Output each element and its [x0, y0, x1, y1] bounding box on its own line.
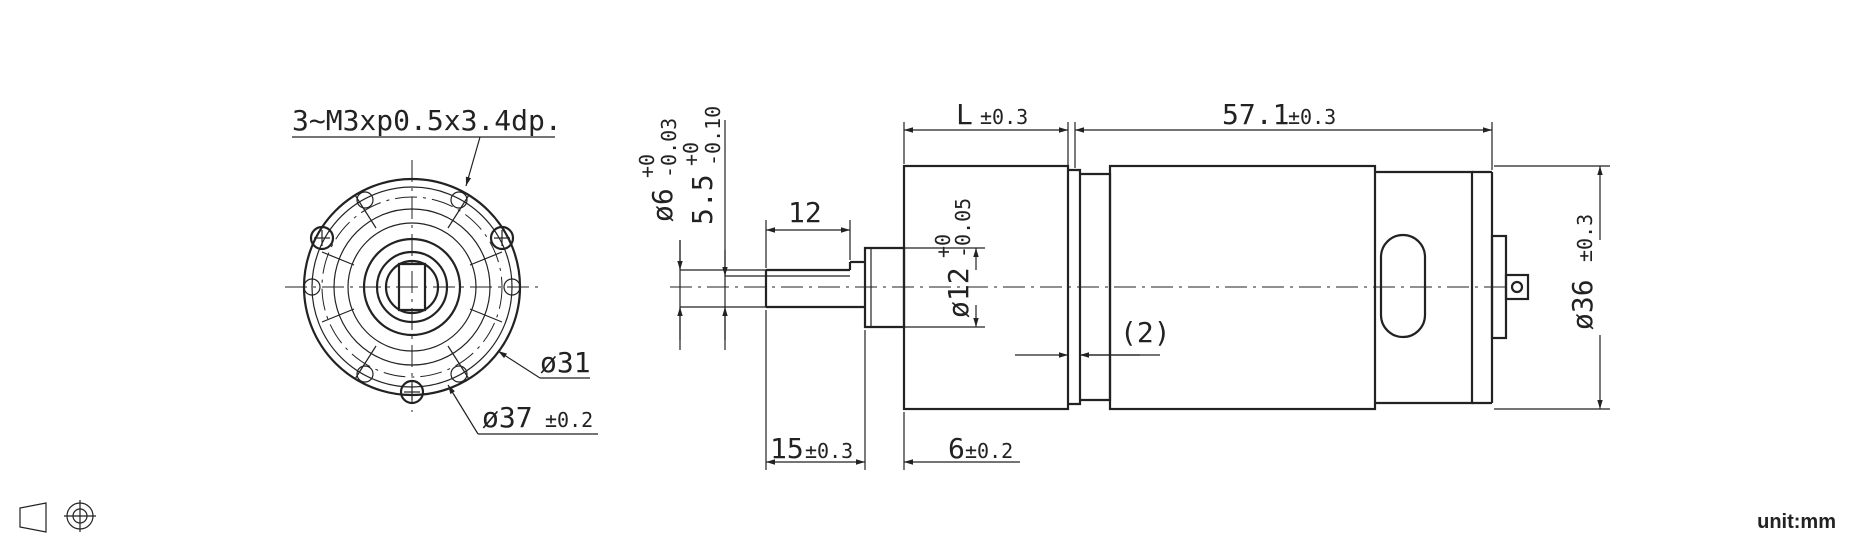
thread-callout-label: 3~M3xp0.5x3.4dp.	[292, 104, 562, 137]
motor-body	[1108, 164, 1377, 411]
shaft-length-label: 15	[770, 432, 804, 465]
shaft-length-tol: ±0.3	[805, 439, 853, 463]
vent-slot	[1379, 233, 1427, 339]
motor-length-label: 57.1	[1222, 98, 1289, 131]
motor-dia-tol: ±0.3	[1573, 214, 1597, 262]
flat-lower-tol: -0.10	[701, 106, 725, 166]
gearbox-boss-circle	[362, 237, 462, 337]
svg-text:ø6: ø6	[646, 188, 679, 222]
svg-text:-0.03: -0.03	[657, 118, 681, 178]
boss-lower-tol: -0.05	[951, 198, 975, 258]
first-angle-projection-icon	[19, 500, 96, 533]
threaded-hole-icon	[309, 225, 335, 251]
shaft-dia-lower-tol: -0.03	[657, 118, 681, 178]
svg-text:+0: +0	[931, 234, 955, 258]
boss-dia-label: ø12	[942, 267, 975, 318]
gearbox-length-label: L	[956, 98, 973, 131]
svg-text:ø12: ø12	[942, 267, 975, 318]
shaft-circle	[384, 259, 440, 315]
boss-length-label: 6	[948, 432, 965, 465]
front-view: 3~M3xp0.5x3.4dp. ø31 ø37 ±0.2	[285, 104, 598, 435]
threaded-hole-icon	[489, 225, 515, 251]
unit-label: unit:mm	[1757, 511, 1836, 533]
flat-label: 5.5	[686, 174, 719, 225]
flat-length-label: 12	[788, 196, 822, 229]
boss-upper-tol: +0	[931, 234, 955, 258]
flat-upper-tol: +0	[679, 142, 703, 166]
svg-text:5.5: 5.5	[686, 174, 719, 225]
terminal-icon	[1490, 234, 1530, 340]
shaft-dia-upper-tol: +0	[635, 154, 659, 178]
threaded-hole-icon	[399, 379, 425, 405]
svg-text:±0.3: ±0.3	[1573, 214, 1597, 262]
svg-text:+0: +0	[635, 154, 659, 178]
svg-text:-0.10: -0.10	[701, 106, 725, 166]
output-shaft	[764, 260, 865, 309]
flange-dia-tol: ±0.2	[545, 408, 593, 432]
svg-text:+0: +0	[679, 142, 703, 166]
mounting-holes	[303, 191, 521, 383]
gearbox-body	[902, 164, 1070, 411]
gearbox-length-tol: ±0.3	[980, 105, 1028, 129]
shaft-flat	[397, 262, 427, 312]
gap-label: (2)	[1120, 316, 1171, 349]
svg-text:-0.05: -0.05	[951, 198, 975, 258]
bolt-circle-dia-label: ø31	[540, 346, 591, 379]
svg-text:ø36: ø36	[1566, 279, 1599, 330]
shaft-dia-label: ø6	[646, 188, 679, 222]
motor-length-tol: ±0.3	[1288, 105, 1336, 129]
boss-length-tol: ±0.2	[965, 439, 1013, 463]
bolt-circle	[321, 196, 503, 378]
flange-dia-label: ø37	[482, 401, 533, 434]
side-view: ø6 +0 -0.03 5.5 +0 -0.10 12 15 ±0.	[635, 98, 1610, 470]
motor-dia-label: ø36	[1566, 279, 1599, 330]
